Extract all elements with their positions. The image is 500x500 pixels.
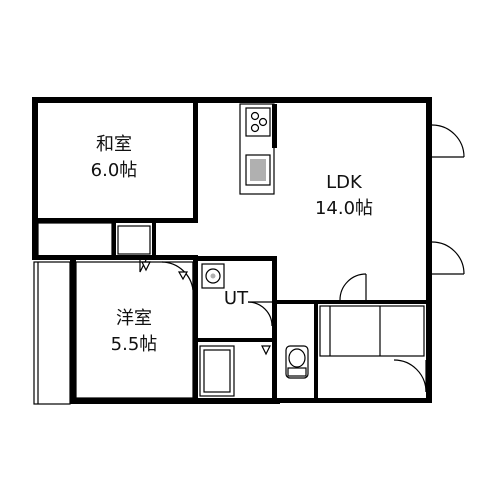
room-utility	[198, 256, 277, 403]
washitsu-size: 6.0帖	[91, 160, 138, 181]
balcony	[33, 261, 71, 405]
ldk-name: LDK	[326, 172, 363, 193]
room-washitsu	[37, 99, 198, 273]
youshitsu-name: 洋室	[116, 308, 152, 329]
room-youshitsu	[72, 260, 198, 404]
entrance	[318, 273, 432, 393]
bathtub-icon	[199, 345, 235, 397]
room-ldk	[239, 103, 465, 275]
utility-name: UT	[224, 288, 249, 309]
youshitsu-size: 5.5帖	[111, 334, 158, 355]
ldk-size: 14.0帖	[315, 198, 373, 219]
room-toilet	[277, 300, 318, 403]
washitsu-name: 和室	[96, 134, 132, 155]
